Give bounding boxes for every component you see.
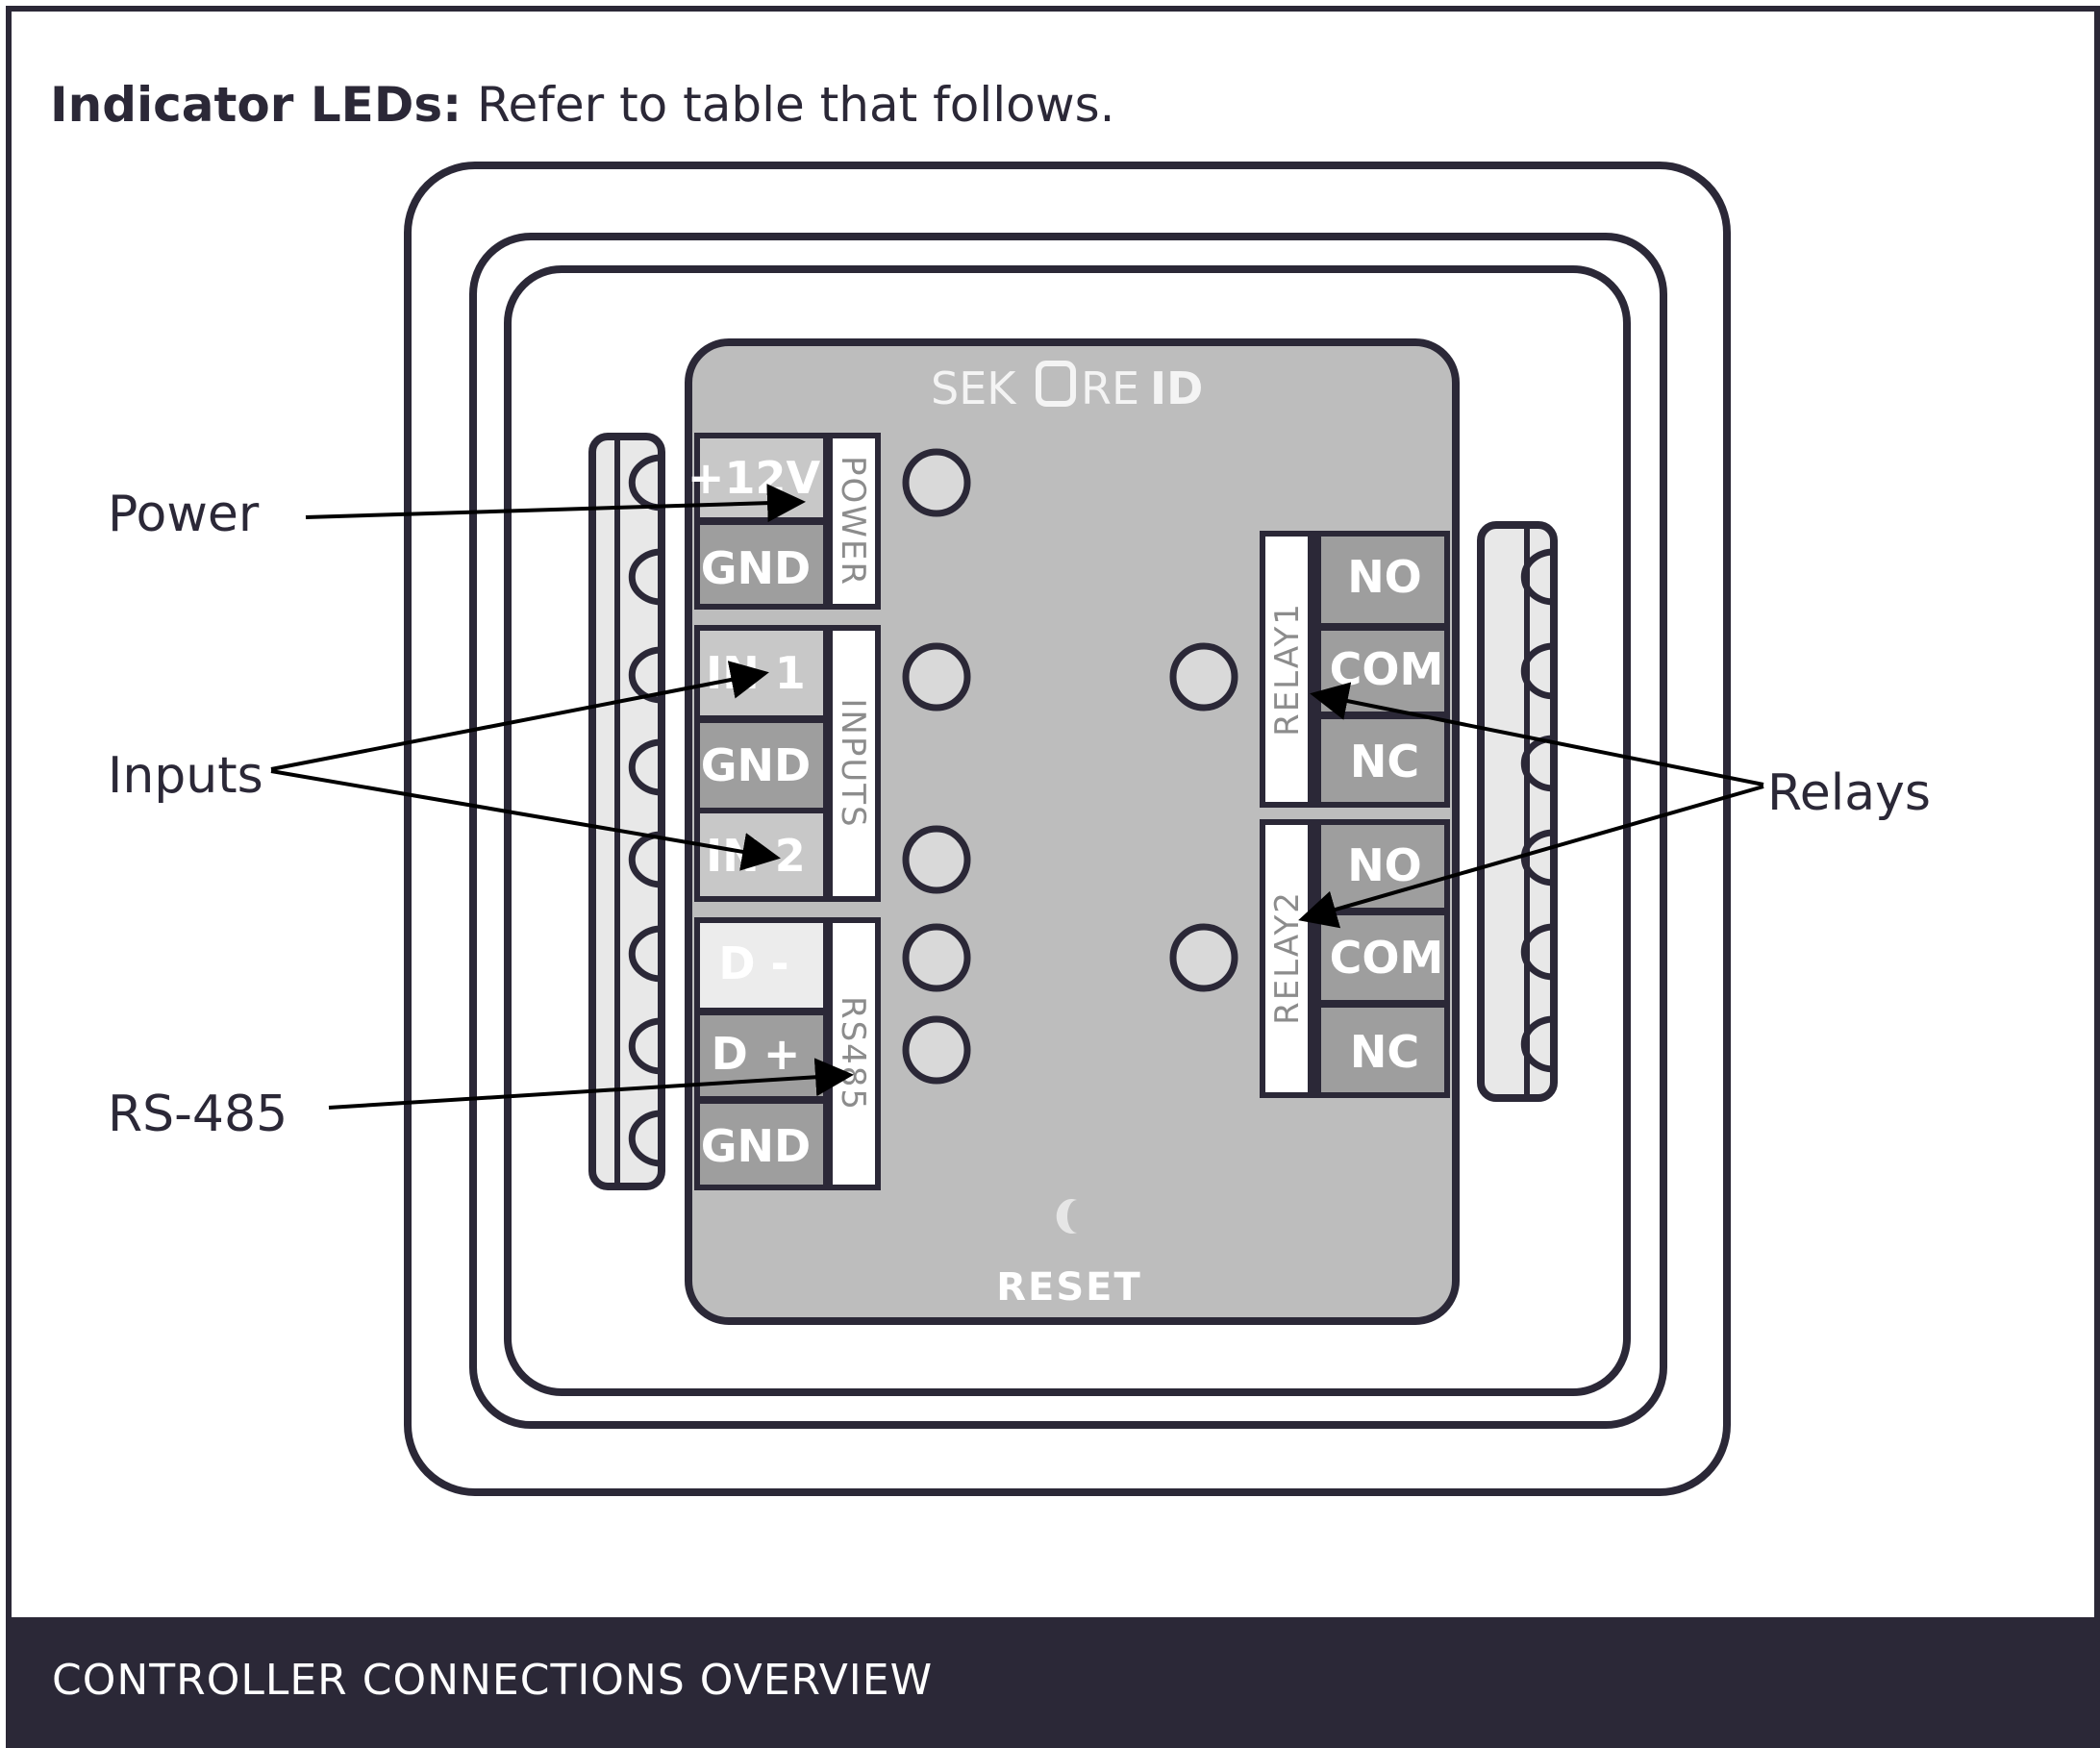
terminal-label-relay2-no: NO: [1347, 839, 1422, 891]
arrow-relay-2: [1298, 785, 1764, 929]
brand-logo: SEK RE ID: [931, 361, 1203, 414]
terminal-label-relay2-com: COM: [1330, 932, 1444, 984]
led-relay-1: [1169, 642, 1238, 712]
callout-label-rs485: RS-485: [108, 1086, 288, 1143]
callout-label-inputs: Inputs: [108, 747, 263, 805]
brand-text-2: RE: [1081, 362, 1139, 414]
group-label-inputs: INPUTS: [834, 698, 872, 828]
relay1-terminal-block: [1260, 531, 1450, 808]
inputs-terminal-block: [694, 625, 881, 902]
terminal-label-relay1-nc: NC: [1350, 736, 1419, 787]
led-rs485-2: [902, 1015, 971, 1085]
reset-label: RESET: [996, 1265, 1142, 1310]
group-label-relay2: RELAY2: [1268, 890, 1307, 1025]
arrow-rs485: [328, 1058, 854, 1110]
terminal-label-gnd-inputs: GND: [701, 739, 811, 791]
brand-lock-icon: [1036, 361, 1076, 407]
terminal-label-d-minus: D -: [718, 937, 788, 989]
intro-bold: Indicator LEDs:: [50, 77, 462, 133]
left-connector-strip: [588, 433, 665, 1190]
brand-text-3: ID: [1150, 362, 1203, 414]
led-rs485-1: [902, 923, 971, 992]
arrow-input-2: [270, 769, 781, 871]
indicator-leds: [902, 448, 1238, 1085]
terminal-label-relay1-com: COM: [1330, 643, 1444, 695]
led-power: [902, 448, 971, 517]
terminal-label-gnd-rs485: GND: [701, 1120, 811, 1172]
figure-caption-bar: CONTROLLER CONNECTIONS OVERVIEW: [12, 1617, 2094, 1742]
terminal-label-gnd-power: GND: [701, 542, 811, 594]
callout-label-relays: Relays: [1767, 764, 1931, 822]
arrow-input-1: [270, 661, 769, 771]
terminal-label-relay1-no: NO: [1347, 551, 1422, 603]
led-relay-2: [1169, 923, 1238, 992]
intro-rest: Refer to table that follows.: [462, 77, 1115, 133]
controller-diagram: SEK RE ID: [108, 162, 1931, 1496]
arrow-power: [305, 484, 806, 523]
led-input-1: [902, 642, 971, 712]
arrow-relay-1: [1310, 682, 1764, 787]
terminal-label-d-plus: D +: [712, 1028, 801, 1080]
brand-text-1: SEK: [931, 362, 1017, 414]
figure-caption: CONTROLLER CONNECTIONS OVERVIEW: [52, 1656, 934, 1705]
reset-button-icon: [1056, 1199, 1077, 1234]
right-connector-strip: [1477, 521, 1558, 1102]
led-input-2: [902, 825, 971, 894]
callout-label-power: Power: [108, 486, 260, 543]
group-label-relay1: RELAY1: [1268, 602, 1307, 737]
intro-text: Indicator LEDs: Refer to table that foll…: [50, 77, 1115, 133]
power-terminal-block: [694, 433, 881, 610]
group-label-rs485: RS485: [834, 996, 872, 1111]
terminal-label-12v: +12V: [688, 452, 821, 504]
relay2-terminal-block: [1260, 819, 1450, 1098]
terminal-label-relay2-nc: NC: [1350, 1026, 1419, 1078]
group-label-power: POWER: [834, 456, 872, 587]
rs485-terminal-block: [694, 917, 881, 1190]
